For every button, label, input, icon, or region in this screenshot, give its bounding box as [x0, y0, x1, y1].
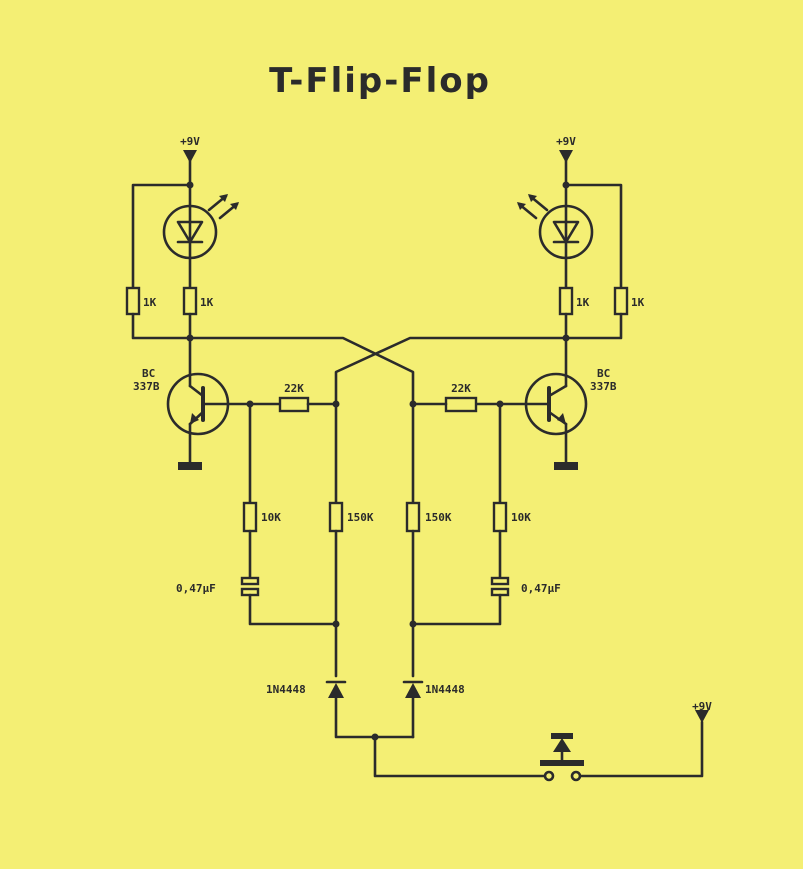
resistor-22k-left	[278, 396, 310, 413]
label-1k-left-pull: 1K	[143, 296, 157, 309]
label-22k-left: 22K	[284, 382, 304, 395]
supply-label-right: +9V	[556, 135, 576, 148]
label-10k-right: 10K	[511, 511, 531, 524]
resistor-150k-right	[405, 501, 421, 533]
led-right	[538, 204, 594, 260]
label-1k-left-led: 1K	[200, 296, 214, 309]
transistor-right	[498, 372, 588, 464]
resistor-10k-right	[492, 501, 508, 533]
resistor-1k-right-pull	[613, 286, 629, 316]
supply-arrow-left	[183, 150, 197, 163]
ground-right	[554, 462, 578, 470]
label-10k-left: 10K	[261, 511, 281, 524]
label-diode-right: 1N4448	[425, 683, 465, 696]
supply-arrow-switch	[695, 710, 709, 723]
resistor-150k-left	[328, 501, 344, 533]
ground-left	[178, 462, 202, 470]
transistor-left-model: 337B	[133, 380, 160, 393]
push-button-switch	[540, 733, 584, 782]
resistor-1k-left-led	[182, 286, 198, 316]
transistor-right-type: BC	[597, 367, 610, 380]
capacitor-left	[240, 576, 260, 597]
cross-link-left-to-right	[188, 336, 415, 406]
resistor-1k-left-pull	[125, 286, 141, 316]
label-1k-right-pull: 1K	[631, 296, 645, 309]
resistor-1k-right-led	[558, 286, 574, 316]
diode-right	[402, 680, 424, 698]
resistor-22k-right	[444, 396, 478, 413]
diagram-title: T-Flip-Flop	[269, 61, 491, 101]
supply-label-switch: +9V	[692, 700, 712, 713]
led-light-arrows-left	[207, 194, 239, 220]
supply-label-left: +9V	[180, 135, 200, 148]
trigger-wire	[373, 735, 547, 778]
cross-link-right-to-left	[334, 336, 568, 406]
transistor-right-model: 337B	[590, 380, 617, 393]
diode-left	[325, 680, 347, 698]
capacitor-right	[490, 576, 510, 597]
supply-arrow-right	[559, 150, 573, 163]
label-diode-left: 1N4448	[266, 683, 306, 696]
label-1k-right-led: 1K	[576, 296, 590, 309]
label-cap-left: 0,47µF	[176, 582, 216, 595]
transistor-left	[166, 372, 250, 464]
led-light-arrows-right	[517, 194, 549, 220]
resistor-10k-left	[242, 501, 258, 533]
label-150k-right: 150K	[425, 511, 452, 524]
label-cap-right: 0,47µF	[521, 582, 561, 595]
led-left	[162, 204, 218, 260]
transistor-left-type: BC	[142, 367, 155, 380]
label-150k-left: 150K	[347, 511, 374, 524]
label-22k-right: 22K	[451, 382, 471, 395]
